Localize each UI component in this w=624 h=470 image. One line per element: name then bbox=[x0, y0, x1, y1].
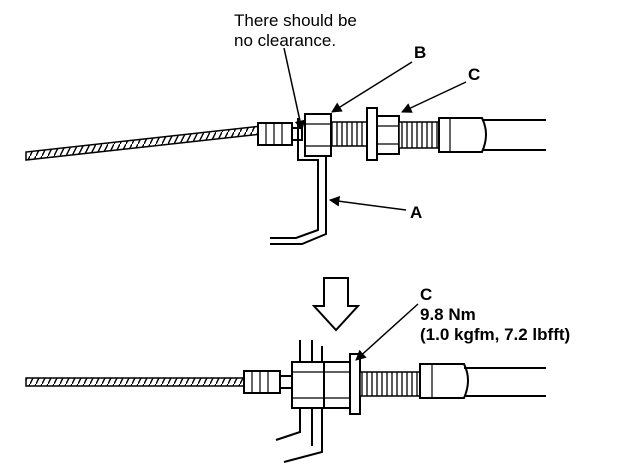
torque-value: 9.8 Nm bbox=[420, 305, 476, 324]
bottom-cable-housing bbox=[419, 363, 546, 399]
note-no-clearance-line1: There should be bbox=[234, 11, 357, 30]
top-nut-c bbox=[366, 107, 400, 161]
label-b: B bbox=[414, 43, 426, 62]
label-c-top: C bbox=[468, 65, 480, 84]
top-cable-end-fitting bbox=[257, 122, 303, 146]
bottom-nut-c bbox=[323, 353, 361, 415]
note-no-clearance-line2: no clearance. bbox=[234, 31, 336, 50]
torque-conversion: (1.0 kgfm, 7.2 lbfft) bbox=[420, 325, 570, 344]
top-threaded-rod bbox=[330, 121, 372, 147]
label-c-bottom-arrow bbox=[355, 303, 419, 361]
bottom-illustration bbox=[25, 303, 546, 463]
top-illustration bbox=[25, 47, 546, 245]
label-b-arrow bbox=[331, 61, 413, 113]
no-clearance-arrow bbox=[283, 47, 306, 132]
bottom-nut-b bbox=[291, 361, 325, 409]
label-c-bottom: C bbox=[420, 285, 432, 304]
sequence-down-arrow bbox=[311, 277, 361, 332]
top-cable-housing bbox=[398, 117, 546, 153]
top-nut-b bbox=[304, 113, 332, 157]
bottom-cable-end-fitting bbox=[243, 370, 297, 394]
top-cable bbox=[25, 125, 263, 161]
label-a: A bbox=[410, 203, 422, 222]
bottom-threaded-rod bbox=[359, 371, 421, 397]
label-c-top-arrow bbox=[401, 81, 467, 113]
bottom-cable bbox=[25, 377, 251, 387]
label-a-arrow bbox=[328, 196, 407, 211]
